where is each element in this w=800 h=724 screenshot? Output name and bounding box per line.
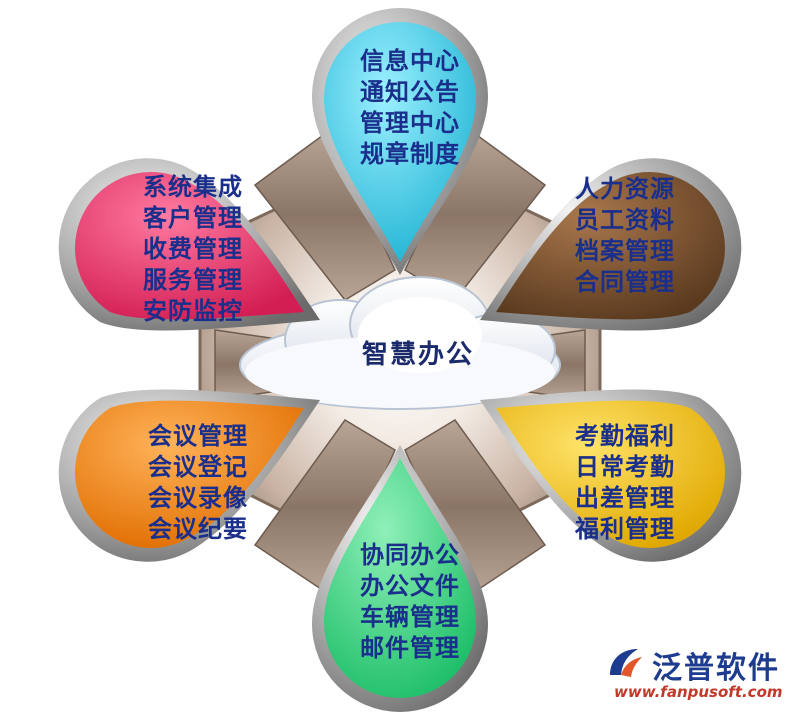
petal-item: 档案管理 [575, 237, 675, 265]
petal-item: 人力资源 [575, 175, 675, 203]
spokes [214, 128, 586, 597]
spoke-bottom-left [253, 419, 396, 597]
petal-item: 收费管理 [143, 235, 243, 263]
petal-lower-right-text: 考勤福利 日常考勤 出差管理 福利管理 [575, 421, 675, 545]
logo-url: www.fanpusoft.com [614, 683, 783, 701]
petal-item: 车辆管理 [360, 603, 460, 631]
petal-top-text: 信息中心 通知公告 管理中心 规章制度 [360, 46, 460, 170]
petal-upper-right [480, 158, 742, 331]
petal-item: 系统集成 [143, 173, 243, 201]
petal-item: 安防监控 [143, 297, 243, 325]
petal-item: 邮件管理 [360, 634, 460, 662]
petal-item: 通知公告 [360, 78, 460, 106]
petal-lower-left [58, 389, 320, 562]
petal-item: 出差管理 [575, 484, 675, 512]
petal-upper-left-text: 系统集成 客户管理 收费管理 服务管理 安防监控 [143, 172, 243, 327]
petal-upper-right-text: 人力资源 员工资料 档案管理 合同管理 [575, 174, 675, 298]
petal-item: 会议管理 [148, 422, 248, 450]
petal-item: 日常考勤 [575, 453, 675, 481]
petal-item: 会议纪要 [148, 515, 248, 543]
petal-lower-right [480, 389, 742, 562]
petal-bottom-text: 协同办公 办公文件 车辆管理 邮件管理 [360, 540, 460, 664]
spoke-top-right [404, 128, 547, 301]
petal-item: 管理中心 [360, 109, 460, 137]
petal-item: 会议录像 [148, 484, 248, 512]
logo-name: 泛普软件 [652, 651, 780, 686]
center-label: 智慧办公 [362, 340, 475, 370]
spoke-top-left [253, 128, 396, 301]
logo-mark-icon [610, 649, 642, 677]
cloud-shape [239, 276, 561, 410]
petal-bottom [312, 445, 488, 712]
petal-item: 办公文件 [360, 572, 460, 600]
spoke-bottom-right [404, 419, 547, 597]
petal-item: 合同管理 [575, 268, 675, 296]
petal-upper-left [58, 158, 320, 331]
petal-item: 服务管理 [143, 266, 243, 294]
petal-item: 会议登记 [148, 453, 248, 481]
petal-top [312, 8, 488, 276]
petal-lower-left-text: 会议管理 会议登记 会议录像 会议纪要 [148, 421, 248, 545]
petal-item: 规章制度 [360, 140, 460, 168]
petal-item: 信息中心 [360, 47, 460, 75]
petal-item: 客户管理 [143, 204, 243, 232]
brand-logo: 泛普软件 www.fanpusoft.com [606, 643, 796, 705]
petal-item: 考勤福利 [575, 422, 675, 450]
petal-item: 协同办公 [360, 541, 460, 569]
petal-item: 福利管理 [575, 515, 675, 543]
petal-item: 员工资料 [575, 206, 675, 234]
